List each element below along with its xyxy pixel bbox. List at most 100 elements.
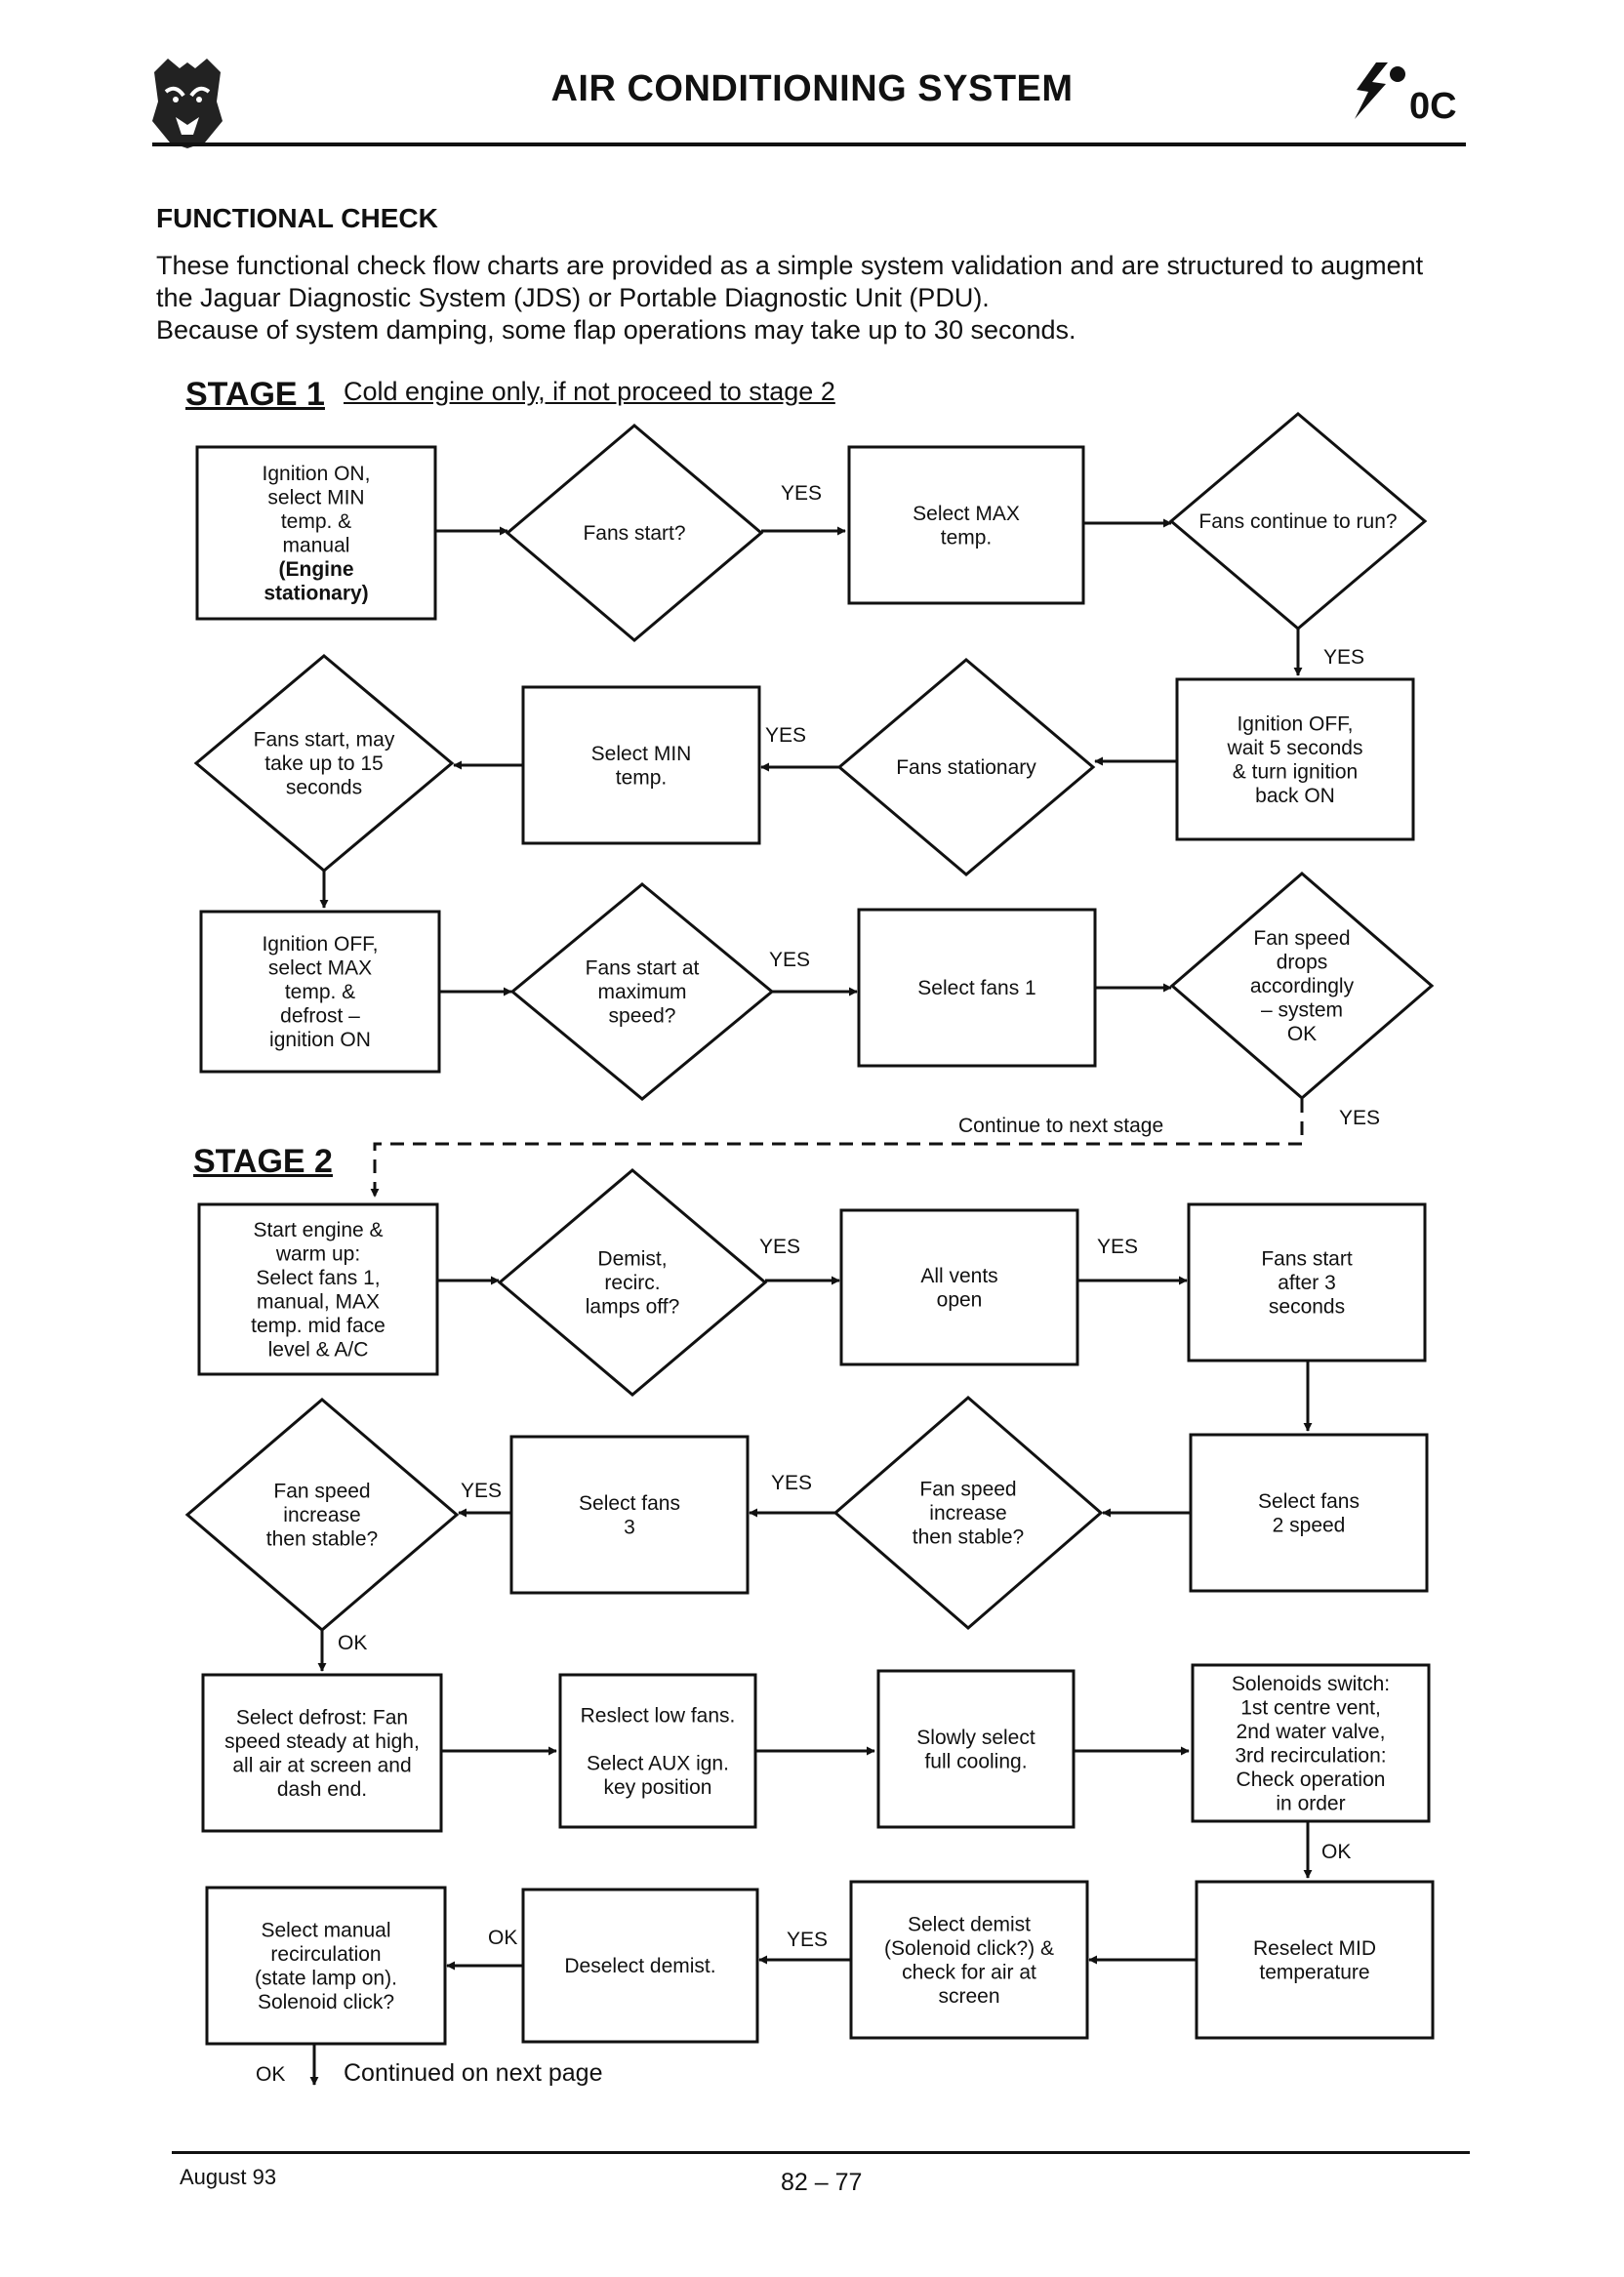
node-label: Reselect MID [1253,1937,1376,1960]
node-label: increase [283,1504,360,1526]
node-label: Fans start? [583,522,685,545]
edge-label: YES [787,1929,828,1951]
section-code: 0C [1409,86,1457,127]
node-label: check for air at [902,1961,1036,1983]
decision-diamond [836,658,1096,876]
edge-label: YES [759,1236,800,1258]
node-label: in order [1276,1792,1345,1814]
process-box [876,1669,1076,1829]
process-box [521,1888,759,2044]
node-label: 2 speed [1273,1514,1346,1536]
edge-label: YES [1323,646,1364,669]
node-label: 2nd water valve, [1237,1721,1386,1743]
node-label: Ignition OFF, [1237,712,1353,735]
node-label: Fans stationary [896,756,1036,779]
node-label: drops [1277,952,1328,974]
node-label: seconds [286,777,362,799]
edge-label: Continued on next page [344,2059,603,2087]
edge-label: OK [256,2063,285,2086]
decision-diamond [497,1168,768,1397]
continue-dashed-arrow [370,1099,1304,1198]
flow-node-n5: Ignition OFF,wait 5 seconds& turn igniti… [1175,677,1415,841]
flow-node-n27: Deselect demist. [521,1888,759,2044]
flow-node-n4: Fans continue to run? [1168,412,1428,630]
node-label: Select manual [261,1919,390,1941]
node-label: screen [938,1985,999,2008]
node-label: Select fans [579,1492,680,1515]
node-label: speed steady at high, [224,1730,420,1753]
node-label: manual [283,534,350,556]
node-label: Select MIN [591,743,692,765]
node-label: Select demist [908,1913,1031,1935]
process-box [199,910,441,1074]
process-box [1189,1433,1429,1593]
node-label: (state lamp on). [255,1967,397,1989]
process-box [839,1208,1079,1366]
flow-node-n6: Fans stationary [836,658,1096,876]
process-box [197,1202,439,1376]
node-label: & turn ignition [1233,760,1358,783]
node-label: (Solenoid click?) & [884,1937,1054,1960]
process-box [847,445,1085,605]
node-label: dash end. [277,1778,367,1801]
node-label: Slowly select [916,1727,1035,1749]
header-rule [152,142,1466,146]
decision-diamond [509,882,775,1101]
node-label: stationary) [264,582,368,604]
node-label: select MAX [268,957,372,980]
decision-diamond [832,1396,1104,1630]
intro-paragraph: Because of system damping, some flap ope… [156,315,1076,345]
node-label: Select MAX [913,503,1020,525]
node-label: Check operation [1237,1769,1386,1791]
node-label: Fan speed [273,1481,370,1503]
decision-diamond [1169,872,1435,1100]
flow-node-n14: Demist,recirc.lamps off? [497,1168,768,1397]
edge-label: YES [769,949,810,971]
node-label: temp. mid face [251,1315,386,1337]
node-label: OK [1287,1023,1317,1045]
edge-label: YES [1339,1107,1380,1129]
node-label: temp. & [281,510,351,533]
stage1-label: STAGE 1 [185,376,325,413]
node-label: Ignition ON, [263,463,371,485]
node-label: level & A/C [268,1338,369,1361]
process-box [857,908,1097,1068]
decision-diamond [505,424,764,642]
node-label: warm up: [275,1242,360,1265]
node-label: temp. [941,526,993,549]
process-box [205,1886,447,2046]
decision-diamond [1168,412,1428,630]
node-label: all air at screen and [232,1754,411,1776]
node-label: recirc. [604,1272,660,1294]
edge-label: YES [765,724,806,747]
node-label: 1st centre vent, [1240,1696,1381,1719]
process-box [509,1435,750,1595]
node-label: maximum [597,981,686,1003]
node-label: 3rd recirculation: [1235,1744,1386,1767]
node-label: 3 [624,1516,635,1538]
node-label: Ignition OFF, [262,933,378,956]
air-conditioning-icon [1355,62,1405,119]
flow-node-n22: Reslect low fans.Select AUX ign.key posi… [558,1673,757,1829]
node-label: Fans start [1261,1248,1353,1271]
footer-date: August 93 [180,2165,277,2189]
flowchart-edges [309,518,1313,2086]
node-label: Fans start, may [254,729,395,752]
footer-page-number: 82 – 77 [781,2169,863,2196]
node-label: (Engine [279,558,354,581]
node-label: speed? [609,1005,676,1028]
node-label: Select fans 1 [917,977,1035,999]
process-box [1195,1880,1435,2040]
section-title: FUNCTIONAL CHECK [156,203,438,233]
node-label: Solenoid click? [258,1991,394,2013]
edge-label: Continue to next stage [958,1115,1163,1137]
